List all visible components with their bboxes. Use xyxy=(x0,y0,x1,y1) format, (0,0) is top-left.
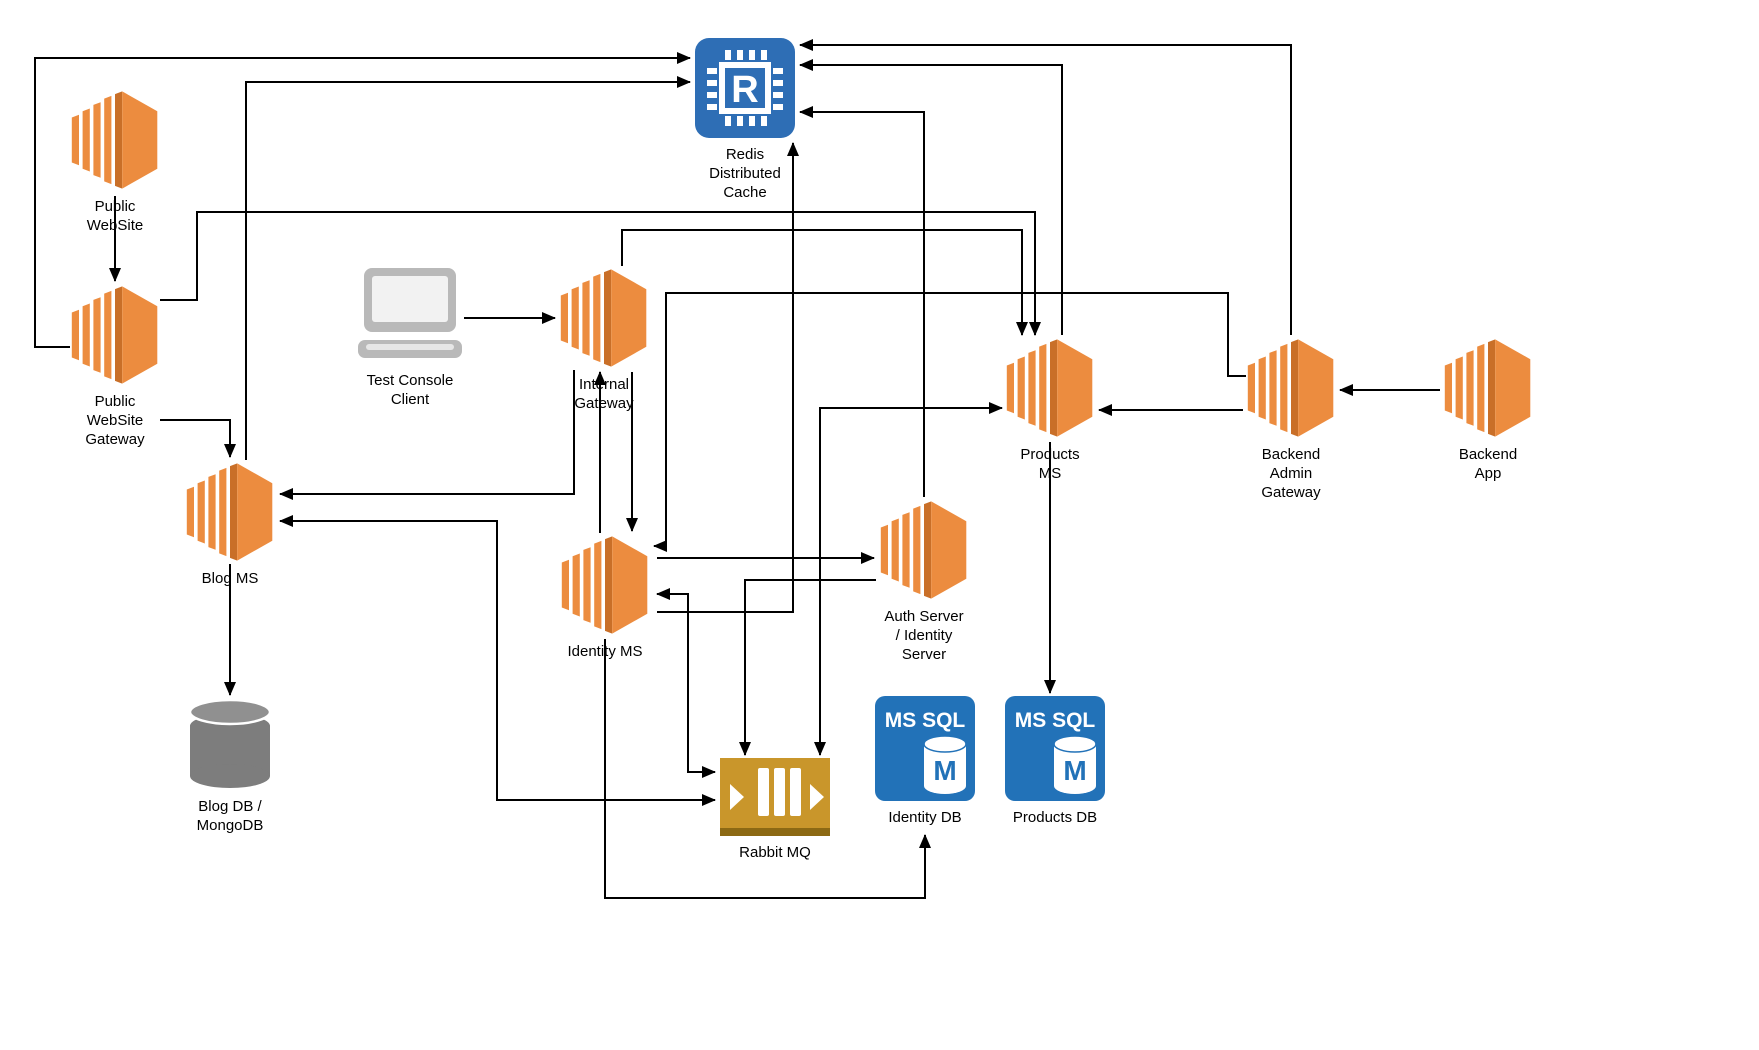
aws-service-icon xyxy=(71,286,158,384)
edge-auth-server-to-rabbit-mq xyxy=(739,579,876,756)
database-cylinder-icon xyxy=(188,698,272,788)
node-label-redis: Redis Distributed Cache xyxy=(709,146,781,202)
node-label-blog-db: Blog DB / MongoDB xyxy=(196,798,264,835)
laptop-icon xyxy=(358,268,462,358)
node-backend-app: Backend App xyxy=(1403,338,1573,483)
aws-service-icon xyxy=(1006,339,1093,437)
node-internal-gateway: Internal Gateway xyxy=(519,268,689,413)
aws-service-icon xyxy=(880,501,967,599)
aws-service-icon xyxy=(1247,339,1334,437)
node-public-website: Public WebSite xyxy=(30,90,200,235)
edge-blog-ms-to-redis xyxy=(245,76,691,460)
node-label-identity-db: Identity DB xyxy=(888,809,962,826)
edge-public-website-gateway-to-redis xyxy=(34,52,691,348)
node-identity-ms: Identity MS xyxy=(520,535,690,661)
node-label-products-ms: Products MS xyxy=(1020,446,1080,483)
node-label-public-website-gateway: Public WebSite Gateway xyxy=(85,393,145,449)
edge-products-ms-to-redis xyxy=(799,59,1063,335)
node-redis: R Redis Distributed Cache xyxy=(660,38,830,202)
edge-internal-gateway-to-products-ms xyxy=(621,229,1028,336)
aws-service-icon xyxy=(186,463,273,561)
node-public-website-gateway: Public WebSite Gateway xyxy=(30,285,200,449)
edge-identity-ms-to-redis xyxy=(657,142,799,613)
edge-products-ms-to-rabbit-mq xyxy=(814,402,1003,756)
node-label-blog-ms: Blog MS xyxy=(201,570,259,587)
edge-auth-server-to-redis xyxy=(799,106,925,497)
node-rabbit-mq: Rabbit MQ xyxy=(690,758,860,862)
node-backend-admin-gateway: Backend Admin Gateway xyxy=(1206,338,1376,502)
edge-internal-gateway-to-blog-ms xyxy=(279,370,575,500)
edge-backend-admin-gateway-to-identity-ms xyxy=(653,292,1246,552)
node-label-backend-app: Backend App xyxy=(1458,446,1518,483)
svg-text:M: M xyxy=(933,755,956,786)
edge-identity-ms-to-rabbit-mq xyxy=(656,588,716,778)
edge-backend-admin-gateway-to-redis xyxy=(799,39,1292,335)
redis-icon: R xyxy=(695,38,795,138)
aws-service-icon xyxy=(71,91,158,189)
svg-text:MS SQL: MS SQL xyxy=(885,709,966,732)
node-products-ms: Products MS xyxy=(965,338,1135,483)
svg-text:R: R xyxy=(731,69,758,111)
aws-service-icon xyxy=(1444,339,1531,437)
mssql-icon: MS SQL M xyxy=(1005,696,1105,801)
node-label-auth-server: Auth Server / Identity Server xyxy=(884,608,964,664)
mssql-icon: MS SQL M xyxy=(875,696,975,801)
node-identity-db: MS SQL M Identity DB xyxy=(840,696,1010,827)
edge-identity-ms-to-identity-db xyxy=(604,639,931,899)
edge-public-website-gateway-to-blog-ms xyxy=(160,419,236,458)
node-label-identity-ms: Identity MS xyxy=(567,643,643,660)
node-label-public-website: Public WebSite xyxy=(86,198,144,235)
rabbitmq-icon xyxy=(720,758,830,836)
node-label-products-db: Products DB xyxy=(1012,809,1098,826)
node-label-test-console-client: Test Console Client xyxy=(366,372,454,409)
aws-service-icon xyxy=(561,536,648,634)
node-label-backend-admin-gateway: Backend Admin Gateway xyxy=(1261,446,1321,502)
node-label-internal-gateway: Internal Gateway xyxy=(574,376,634,413)
node-label-rabbit-mq: Rabbit MQ xyxy=(739,844,811,861)
aws-service-icon xyxy=(560,269,647,367)
svg-text:MS SQL: MS SQL xyxy=(1015,709,1096,732)
node-blog-db: Blog DB / MongoDB xyxy=(145,698,315,835)
node-auth-server: Auth Server / Identity Server xyxy=(839,500,1009,664)
node-test-console-client: Test Console Client xyxy=(325,268,495,409)
svg-text:M: M xyxy=(1063,755,1086,786)
node-blog-ms: Blog MS xyxy=(145,462,315,588)
node-products-db: MS SQL M Products DB xyxy=(970,696,1140,827)
edge-public-website-gateway-to-products-ms xyxy=(160,211,1041,336)
